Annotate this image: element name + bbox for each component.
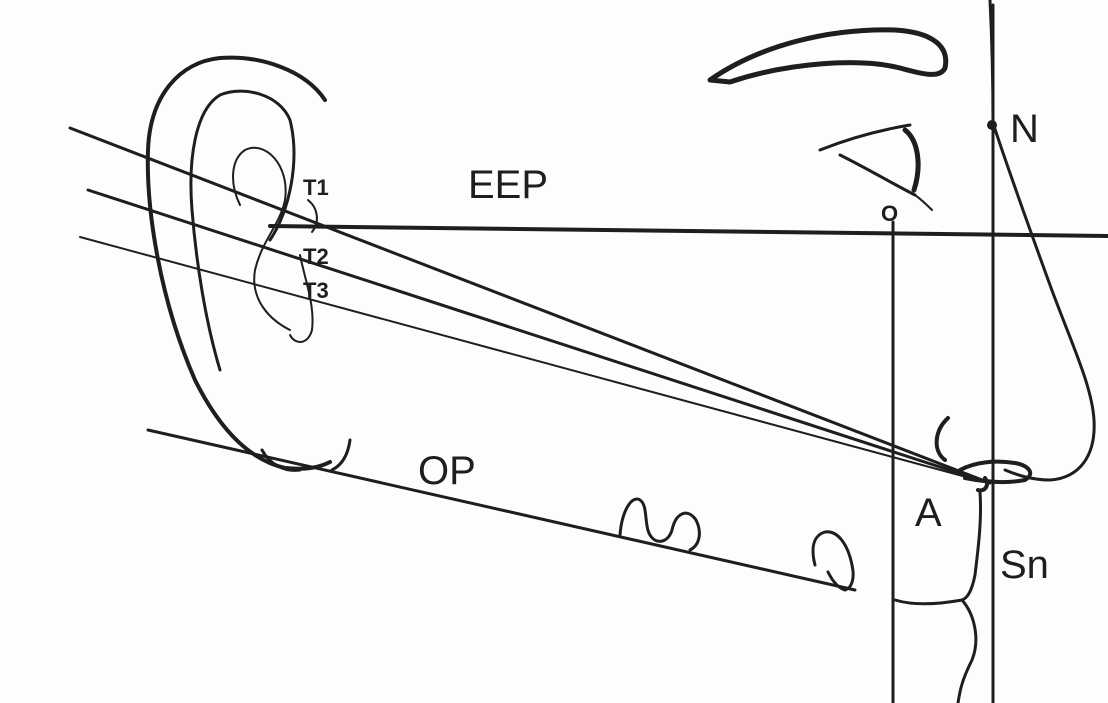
label-eep: EEP (468, 163, 548, 207)
profile-drawing (893, 0, 1096, 703)
ear-tragus-notch (330, 438, 352, 472)
label-sn: Sn (1000, 543, 1049, 587)
label-t3: T3 (303, 278, 329, 303)
label-n: N (1010, 107, 1039, 151)
eye-lateral-fold (914, 194, 933, 211)
label-o: O (881, 201, 898, 226)
nostril (958, 459, 1033, 485)
eep-line (268, 224, 1108, 238)
label-t2: T2 (303, 244, 329, 269)
eyebrow (707, 27, 949, 85)
ear-lobe-curve (260, 448, 302, 472)
label-a: A (915, 491, 942, 535)
nasal-dorsum (991, 121, 1096, 482)
t3-line (79, 236, 971, 479)
ear-tragus (307, 199, 318, 233)
reference-lines (68, 3, 1108, 703)
ear-concha (232, 147, 291, 331)
eye-drawing (707, 27, 949, 211)
t2-line (86, 188, 982, 482)
ear-antitragus (289, 254, 314, 343)
iris (902, 127, 921, 193)
ear-inner-helix (189, 89, 296, 372)
t1-line (68, 126, 992, 485)
columella-base (976, 476, 989, 493)
label-t1: T1 (303, 175, 329, 200)
molar-tooth (618, 497, 701, 552)
alar-curve (934, 416, 950, 462)
lower-eyelid (838, 153, 917, 197)
label-op: OP (418, 449, 476, 493)
upper-eyelid (818, 123, 912, 152)
op-line (146, 428, 857, 592)
labels: T1 T2 T3 EEP O N OP A Sn (303, 107, 1049, 587)
lower-lip-profile (956, 598, 978, 703)
upper-lip-profile (960, 490, 983, 602)
nasion-point (987, 120, 997, 130)
lip-contour (893, 598, 964, 606)
